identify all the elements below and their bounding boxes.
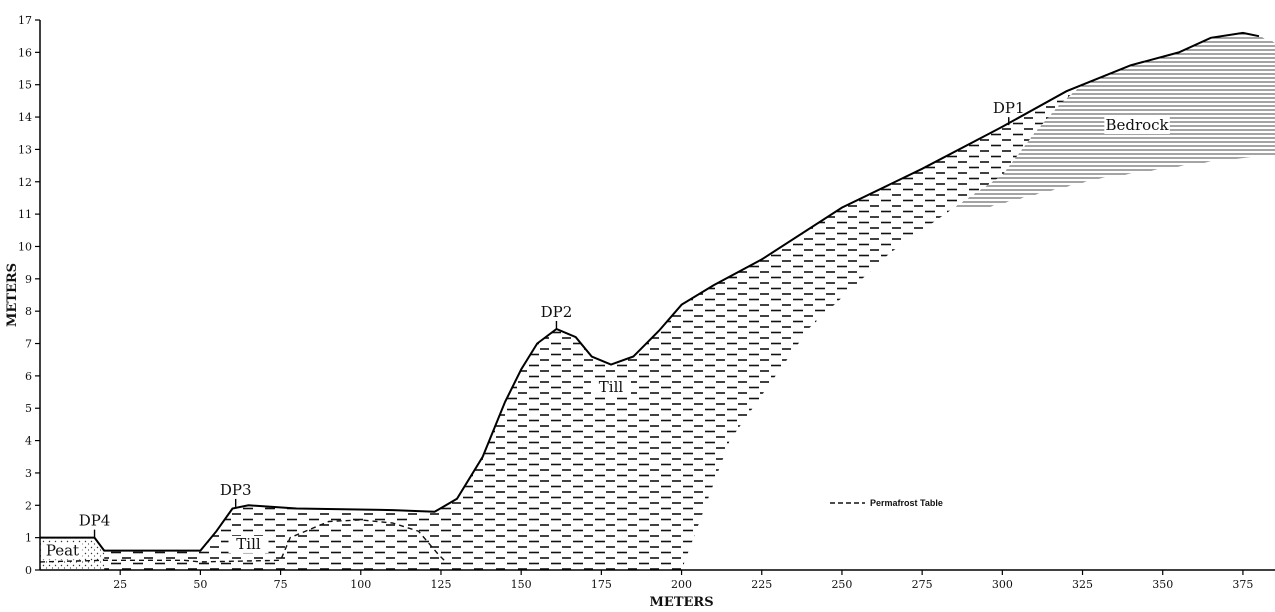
y-tick-label: 11 xyxy=(18,208,32,221)
unit-label-bedrock: Bedrock xyxy=(1105,116,1169,134)
y-tick-label: 4 xyxy=(25,435,32,448)
x-tick-label: 125 xyxy=(430,578,451,591)
y-tick-label: 7 xyxy=(25,338,32,351)
x-ticks: 25 50 75 100 125 150 175 200 225 250 275 300 325 350 3… xyxy=(113,570,1253,591)
x-tick-label: 275 xyxy=(912,578,933,591)
x-tick-label: 175 xyxy=(591,578,612,591)
y-tick-label: 0 xyxy=(25,564,32,577)
x-tick-label: 375 xyxy=(1232,578,1253,591)
unit-label-halo xyxy=(42,542,83,560)
site-markers: DP4 DP3 DP2 DP1 xyxy=(79,99,1025,538)
unit-label-till: Till xyxy=(599,378,624,396)
y-tick-label: 3 xyxy=(25,467,32,480)
y-tick-label: 13 xyxy=(18,143,32,156)
x-tick-label: 75 xyxy=(274,578,288,591)
site-label-dp2: DP2 xyxy=(541,303,573,321)
legend-permafrost-label: Permafrost Table xyxy=(870,498,943,508)
y-tick-label: 14 xyxy=(18,111,32,124)
y-tick-label: 5 xyxy=(25,402,32,415)
y-tick-label: 8 xyxy=(25,305,32,318)
unit-label-peat: Peat xyxy=(46,541,79,559)
unit-label-till: Till xyxy=(236,535,261,553)
y-axis-title: METERS xyxy=(5,263,20,327)
x-tick-label: 325 xyxy=(1072,578,1093,591)
site-label-dp4: DP4 xyxy=(79,512,111,530)
ground-surface-line xyxy=(40,31,1260,552)
x-axis-title: METERS xyxy=(650,595,714,610)
till-unit-area xyxy=(104,84,1083,570)
x-tick-label: 100 xyxy=(350,578,371,591)
site-label-dp3: DP3 xyxy=(220,481,252,499)
y-tick-label: 17 xyxy=(18,14,32,27)
y-tick-label: 6 xyxy=(25,370,32,383)
y-tick-label: 16 xyxy=(18,46,32,59)
x-tick-label: 225 xyxy=(751,578,772,591)
y-tick-label: 1 xyxy=(25,532,32,545)
x-tick-label: 25 xyxy=(113,578,127,591)
x-tick-label: 150 xyxy=(511,578,532,591)
site-label-dp1: DP1 xyxy=(993,99,1025,117)
legend: Permafrost Table xyxy=(830,498,943,508)
y-tick-label: 12 xyxy=(18,176,32,189)
x-tick-label: 250 xyxy=(831,578,852,591)
x-tick-label: 350 xyxy=(1152,578,1173,591)
unit-label-halo xyxy=(1104,117,1170,134)
y-tick-label: 15 xyxy=(18,79,32,92)
unit-label-halo xyxy=(590,379,631,397)
y-tick-label: 2 xyxy=(25,499,32,512)
y-tick-label: 10 xyxy=(18,240,32,253)
unit-label-halo xyxy=(228,535,269,553)
x-tick-label: 300 xyxy=(992,578,1013,591)
x-tick-label: 200 xyxy=(671,578,692,591)
y-tick-label: 9 xyxy=(25,273,32,286)
x-tick-label: 50 xyxy=(193,578,207,591)
